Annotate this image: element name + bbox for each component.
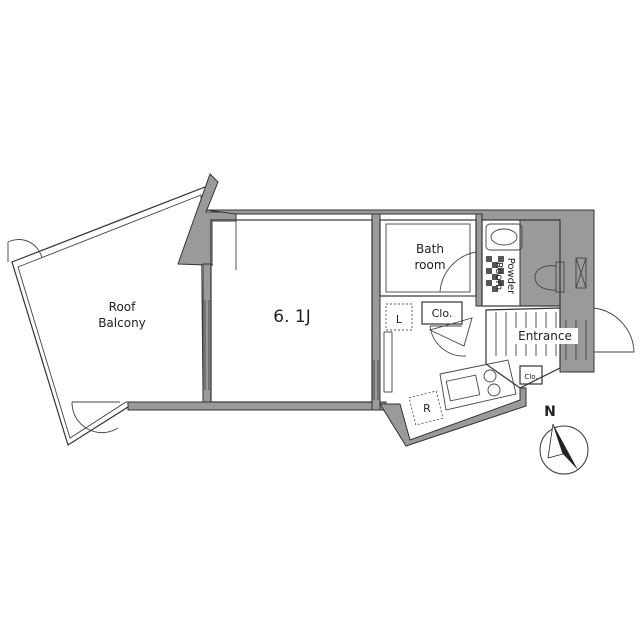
shoe-closet-box xyxy=(519,365,543,385)
powder-room-label-line-2: Room xyxy=(493,262,504,290)
fridge-label: R xyxy=(423,402,431,415)
stove-burner-2 xyxy=(487,383,501,397)
main-room xyxy=(204,219,379,403)
compass-needle-dark xyxy=(553,424,578,470)
north-label: N xyxy=(544,404,556,420)
room-labels: Roof Balcony 6. 1J Bath room Powder Room… xyxy=(98,242,572,415)
laundry-label: L xyxy=(396,313,403,326)
wall-bottom xyxy=(127,401,387,411)
bathroom-door xyxy=(439,251,477,297)
laundry-box xyxy=(385,303,413,331)
toilet-tank xyxy=(555,261,565,293)
compass-circle xyxy=(539,425,589,475)
stove-burner-1 xyxy=(483,369,497,383)
powder-room-tiles xyxy=(486,256,504,292)
balcony-label-line-2: Balcony xyxy=(98,316,146,330)
bathroom-label-line-1: Bath xyxy=(416,242,444,256)
compass-needle-light xyxy=(547,423,564,459)
balcony-door-top xyxy=(7,239,43,262)
compass: N xyxy=(539,404,589,475)
kitchen xyxy=(408,359,517,426)
kitchen-counter xyxy=(439,359,517,411)
shoe-closet-label: Clo. xyxy=(524,373,537,381)
main-room-outline xyxy=(210,219,373,403)
powder-window xyxy=(575,257,587,289)
wall-divider xyxy=(371,213,381,411)
bathroom-label-line-2: room xyxy=(414,258,445,272)
closet-door-leaf xyxy=(428,317,473,347)
powder-room-outline xyxy=(481,219,561,307)
balcony-label-line-1: Roof xyxy=(109,300,136,314)
bathroom xyxy=(379,219,477,297)
laundry-pan xyxy=(383,331,393,393)
washbasin xyxy=(490,228,518,246)
closet-outline xyxy=(421,301,463,325)
closet-label: Clo. xyxy=(432,307,453,320)
entrance-outline xyxy=(485,307,561,389)
toilet-bowl xyxy=(534,265,557,291)
washbasin-counter xyxy=(485,223,523,251)
entrance xyxy=(485,307,635,389)
wall-left xyxy=(202,263,212,411)
bathtub xyxy=(385,223,471,293)
fridge-box xyxy=(408,390,444,426)
entrance-door xyxy=(593,307,635,356)
powder-room xyxy=(481,219,587,307)
balcony-door-bottom xyxy=(71,401,120,434)
closet xyxy=(421,301,473,357)
bathroom-outline xyxy=(379,219,477,297)
main-room-label: 6. 1J xyxy=(273,307,310,327)
kitchen-sink xyxy=(445,374,481,402)
laundry-space xyxy=(383,303,413,393)
entrance-label: Entrance xyxy=(518,329,572,343)
wall-bath-divider xyxy=(475,213,483,307)
powder-room-label-line-1: Powder xyxy=(505,258,516,295)
entrance-label-bg xyxy=(512,328,578,344)
main-room-floor xyxy=(213,222,370,400)
closet-door xyxy=(429,325,467,357)
walls xyxy=(127,173,595,447)
